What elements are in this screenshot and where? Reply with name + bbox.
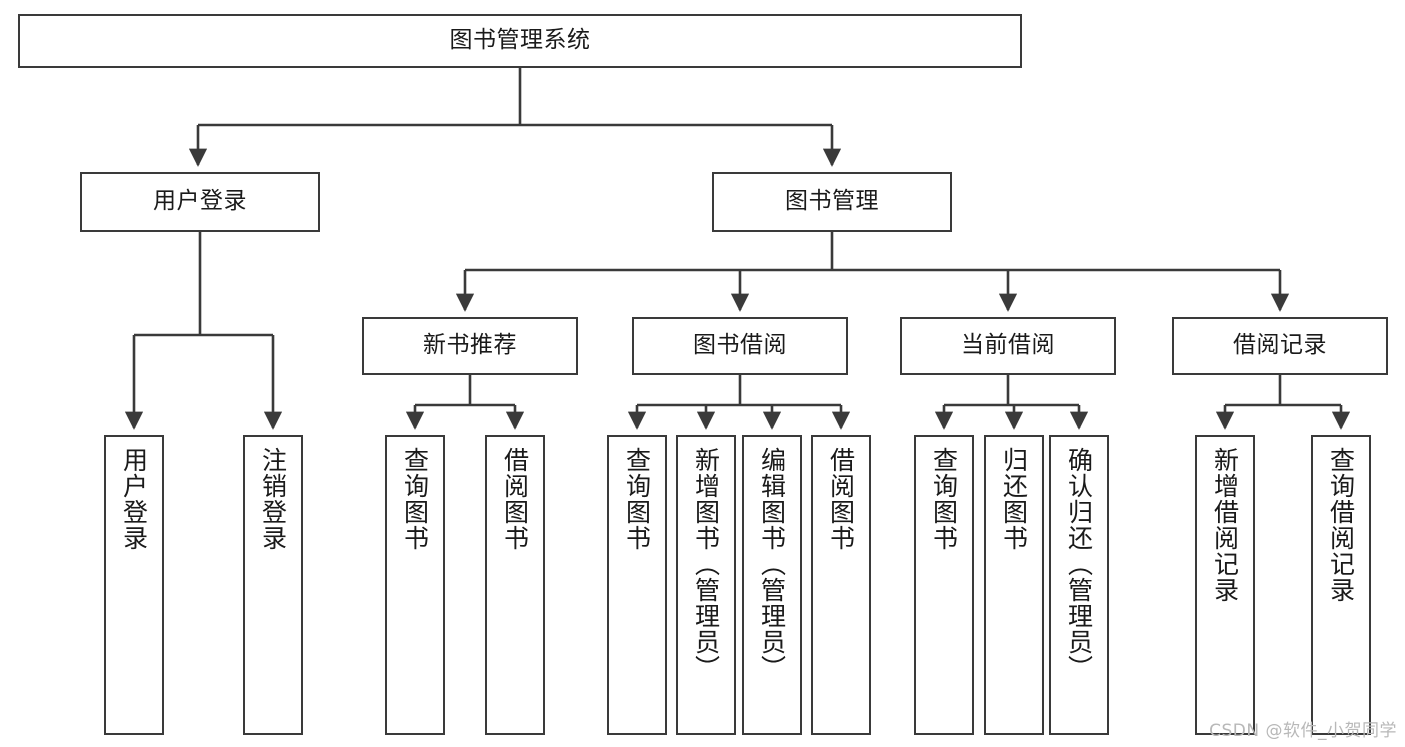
leaf-borrow-edit-book[interactable]: 编辑图书（管理员） [742,435,802,735]
leaf-user-login-logout[interactable]: 注销登录 [243,435,303,735]
node-label: 借阅图书 [500,447,530,551]
leaf-recommend-borrow-book[interactable]: 借阅图书 [485,435,545,735]
node-label: 借阅图书 [826,447,856,551]
node-label: 用户登录 [153,188,247,215]
node-book-management[interactable]: 图书管理 [712,172,952,232]
node-borrow-record[interactable]: 借阅记录 [1172,317,1388,375]
node-label: 查询图书 [622,447,652,551]
node-user-login[interactable]: 用户登录 [80,172,320,232]
leaf-current-return-book[interactable]: 归还图书 [984,435,1044,735]
node-root-system[interactable]: 图书管理系统 [18,14,1022,68]
node-label: 用户登录 [119,447,149,551]
node-label: 图书管理 [785,188,879,215]
node-label: 查询图书 [400,447,430,551]
node-label: 查询图书 [929,447,959,551]
leaf-recommend-query-book[interactable]: 查询图书 [385,435,445,735]
node-label: 注销登录 [258,447,288,551]
leaf-borrow-add-book[interactable]: 新增图书（管理员） [676,435,736,735]
leaf-record-add-record[interactable]: 新增借阅记录 [1195,435,1255,735]
leaf-current-confirm-return[interactable]: 确认归还（管理员） [1049,435,1109,735]
watermark-text: CSDN @软件_小贺同学 [1209,721,1397,741]
node-current-borrow[interactable]: 当前借阅 [900,317,1116,375]
leaf-record-query-record[interactable]: 查询借阅记录 [1311,435,1371,735]
node-label: 新增图书（管理员） [691,447,721,681]
node-label: 新书推荐 [423,332,517,359]
node-label: 查询借阅记录 [1326,447,1356,603]
node-label: 新增借阅记录 [1210,447,1240,603]
node-label: 图书借阅 [693,332,787,359]
node-new-book-recommend[interactable]: 新书推荐 [362,317,578,375]
node-label: 编辑图书（管理员） [757,447,787,681]
leaf-user-login-login[interactable]: 用户登录 [104,435,164,735]
leaf-current-query-book[interactable]: 查询图书 [914,435,974,735]
node-label: 借阅记录 [1233,332,1327,359]
node-book-borrow[interactable]: 图书借阅 [632,317,848,375]
leaf-borrow-borrow-book[interactable]: 借阅图书 [811,435,871,735]
node-label: 归还图书 [999,447,1029,551]
leaf-borrow-query-book[interactable]: 查询图书 [607,435,667,735]
node-label: 确认归还（管理员） [1064,447,1094,681]
node-label: 当前借阅 [961,332,1055,359]
node-label: 图书管理系统 [449,27,591,54]
